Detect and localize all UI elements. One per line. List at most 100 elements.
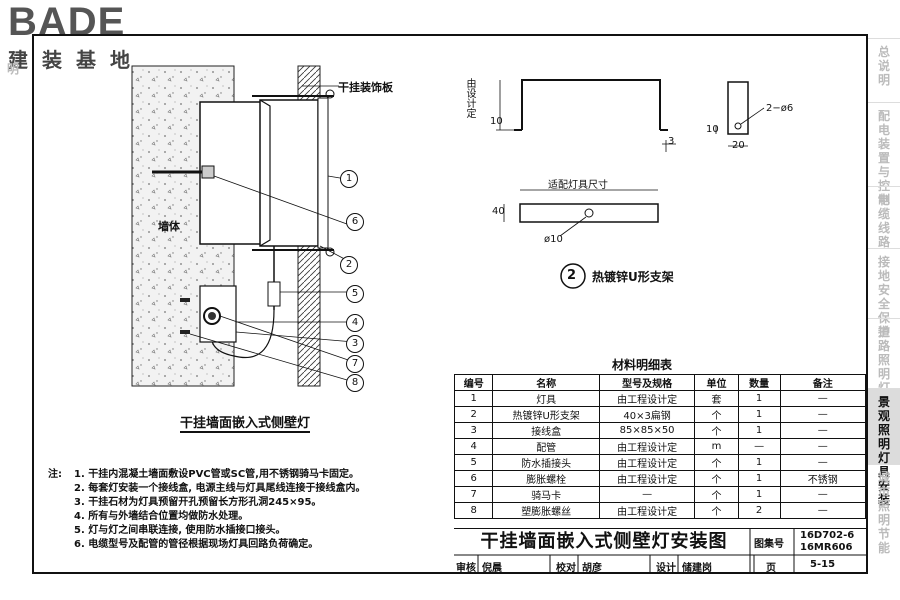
table-cell: 由工程设计定	[598, 454, 696, 471]
table-cell: —	[779, 390, 867, 407]
note-line: 1. 干挂内混凝土墙面敷设PVC管或SC管,用不锈钢骑马卡固定。	[74, 469, 359, 480]
sidebar-item-2[interactable]: 配电装置与控制	[868, 102, 900, 207]
drawing-frame	[32, 34, 868, 574]
check-label: 校对	[556, 563, 576, 574]
section-view-drawing	[131, 65, 359, 387]
sidebar-item-7[interactable]: 城市照明节能	[868, 464, 900, 555]
table-cell: 2	[737, 502, 781, 519]
table-cell: 个	[694, 486, 739, 503]
note-line: 4. 所有与外墙结合位置均做防水处理。	[74, 511, 249, 522]
table-cell: —	[737, 438, 781, 455]
table-cell: 个	[694, 422, 739, 439]
table-cell: —	[779, 454, 867, 471]
atlas-label: 图集号	[754, 539, 784, 550]
materials-header-cell: 备注	[779, 374, 867, 391]
page-number: 5-15	[810, 559, 836, 570]
callout-5: 5	[346, 285, 364, 303]
title-block: 干挂墙面嵌入式侧壁灯安装图 图集号 16D702-6 16MR606 审核 倪晨…	[454, 528, 866, 574]
dim-fit-size: 适配灯具尺寸	[548, 180, 608, 191]
materials-header-cell: 数量	[737, 374, 781, 391]
dim-40: 40	[492, 206, 505, 217]
table-cell: 塑膨胀螺丝	[492, 502, 600, 519]
sidebar-item-3[interactable]: 电缆线路	[868, 186, 900, 249]
check-name: 胡彦	[582, 563, 602, 574]
table-cell: 膨胀螺栓	[492, 470, 600, 487]
table-cell: 40×3扁钢	[598, 406, 696, 423]
table-cell: —	[779, 486, 867, 503]
table-cell: 1	[453, 390, 494, 407]
table-cell: 1	[737, 454, 781, 471]
drawing-title: 干挂墙面嵌入式侧壁灯安装图	[480, 531, 728, 552]
table-cell: 1	[737, 470, 781, 487]
materials-header-cell: 单位	[694, 374, 739, 391]
table-cell: 6	[453, 470, 494, 487]
cladding-label: 干挂装饰板	[338, 81, 393, 94]
atlas-number-1: 16D702-6	[800, 530, 855, 541]
table-cell: —	[779, 502, 867, 519]
note-line: 5. 灯与灯之间串联连接, 使用防水插接口接头。	[74, 525, 286, 536]
materials-header-cell: 型号及规格	[598, 374, 696, 391]
detail-number: 2	[567, 268, 577, 283]
callout-6: 6	[346, 213, 364, 231]
note-line: 3. 干挂石材为灯具预留开孔预留长方形孔洞245×95。	[74, 497, 322, 508]
left-section-strip: 明	[6, 62, 19, 76]
sidebar-item-6[interactable]: 景观照明灯具安装	[868, 388, 900, 507]
table-cell: 1	[737, 422, 781, 439]
callout-7: 7	[346, 355, 364, 373]
dim-20: 20	[732, 140, 745, 151]
title-block-grid	[454, 529, 866, 573]
table-cell: 3	[453, 422, 494, 439]
dim-3: 3	[668, 136, 675, 147]
callout-8: 8	[346, 374, 364, 392]
table-cell: —	[779, 406, 867, 423]
detail-title: 热镀锌U形支架	[592, 270, 674, 284]
table-cell: 个	[694, 454, 739, 471]
table-cell: —	[779, 438, 867, 455]
table-cell: 配管	[492, 438, 600, 455]
table-cell: 1	[737, 406, 781, 423]
table-cell: 骑马卡	[492, 486, 600, 503]
table-cell: 灯具	[492, 390, 600, 407]
table-cell: 8	[453, 502, 494, 519]
sidebar-item-1[interactable]: 总说明	[868, 38, 900, 102]
callout-2: 2	[340, 256, 358, 274]
notes-block: 注: 1. 干挂内混凝土墙面敷设PVC管或SC管,用不锈钢骑马卡固定。2. 每套…	[48, 468, 366, 552]
table-cell: 由工程设计定	[598, 390, 696, 407]
section-view-title: 干挂墙面嵌入式侧壁灯	[180, 412, 311, 433]
dim-phi10: ø10	[544, 234, 563, 245]
design-name: 储建岗	[682, 563, 712, 574]
atlas-number-2: 16MR606	[800, 542, 853, 553]
review-label: 审核	[456, 563, 476, 574]
sidebar-item-5[interactable]: 道路照明灯具安装	[868, 318, 900, 437]
materials-header-cell: 名称	[492, 374, 600, 391]
table-cell: 个	[694, 470, 739, 487]
page-label: 页	[766, 563, 776, 574]
sidebar-item-4[interactable]: 接地安全保护	[868, 248, 900, 339]
table-cell: m	[694, 438, 739, 455]
table-cell: —	[779, 422, 867, 439]
bracket-detail-drawing	[496, 79, 765, 289]
notes-heading: 注:	[48, 469, 62, 480]
table-cell: 5	[453, 454, 494, 471]
wall-label: 墙体	[158, 220, 180, 233]
dim-10-end: 10	[706, 124, 719, 135]
table-cell: 由工程设计定	[598, 470, 696, 487]
materials-header-cell: 编号	[453, 374, 494, 391]
table-cell: 个	[694, 502, 739, 519]
callout-3: 3	[346, 335, 364, 353]
table-cell: 7	[453, 486, 494, 503]
dim-10-side: 10	[490, 116, 503, 127]
table-cell: 个	[694, 406, 739, 423]
table-cell: 85×85×50	[598, 422, 696, 439]
table-cell: 4	[453, 438, 494, 455]
callout-4: 4	[346, 314, 364, 332]
